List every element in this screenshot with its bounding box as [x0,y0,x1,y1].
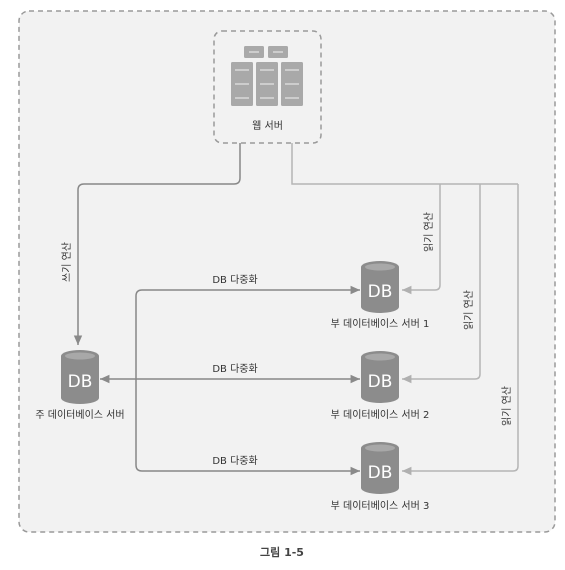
primary-db: DB [61,350,99,404]
replica-2-icon-text: DB [368,372,393,392]
read-arrow-1 [402,184,441,295]
database-cylinder-icon [61,350,99,404]
read-arrow-3 [402,184,519,476]
replica-1-label: 부 데이터베이스 서버 1 [331,318,430,330]
replication-arrow-3 [135,380,360,476]
primary-db-icon-text: DB [68,372,93,392]
read-operation-label-2: 읽기 연산 [462,290,475,330]
read-operation-label-3: 읽기 연산 [500,386,513,426]
replica-db-1: DB [361,261,399,313]
figure-caption: 그림 1-5 [260,546,304,559]
read-arrow-2 [402,184,481,384]
replica-2-label: 부 데이터베이스 서버 2 [331,409,430,421]
replica-3-icon-text: DB [368,463,393,483]
database-cylinder-icon [361,261,399,313]
write-arrow [73,143,241,345]
replica-db-3: DB [361,442,399,494]
write-operation-label: 쓰기 연산 [61,242,73,282]
replication-label-1: DB 다중화 [212,274,257,286]
replication-label-3: DB 다중화 [212,455,257,467]
primary-db-label: 주 데이터베이스 서버 [35,409,124,421]
replica-1-icon-text: DB [368,282,393,302]
web-server-label: 웹 서버 [252,120,283,132]
read-bus-line [291,143,518,185]
database-cylinder-icon [361,442,399,494]
replica-db-2: DB [361,351,399,403]
replication-arrow-1 [135,285,360,380]
replica-3-label: 부 데이터베이스 서버 3 [331,500,430,512]
database-cylinder-icon [361,351,399,403]
diagram-container [18,10,556,533]
server-rack-icon [231,46,303,106]
read-operation-label-1: 읽기 연산 [422,212,435,252]
replication-label-2: DB 다중화 [212,363,257,375]
